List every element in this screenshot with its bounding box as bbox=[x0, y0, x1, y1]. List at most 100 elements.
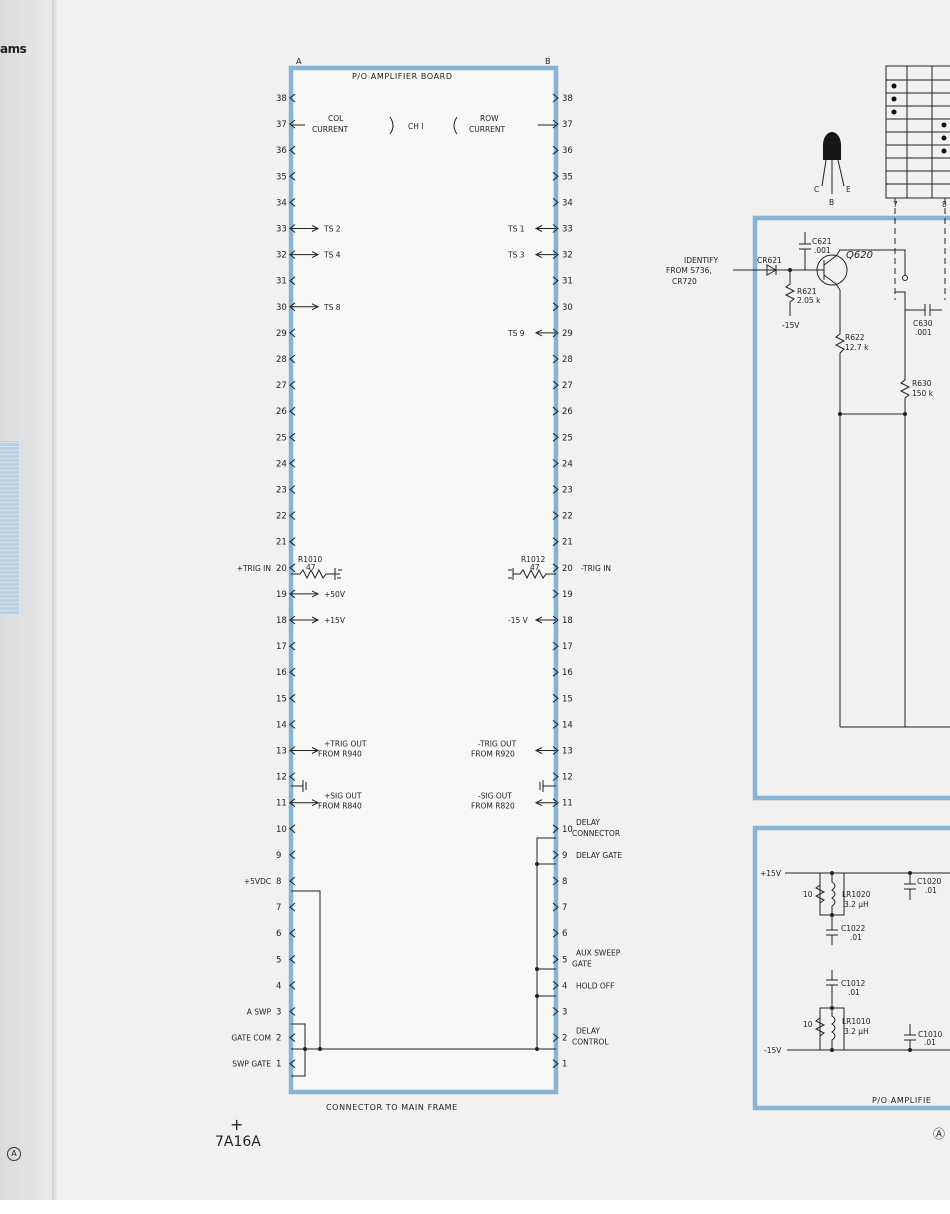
page-fold bbox=[52, 0, 58, 1200]
c1010-value: .01 bbox=[924, 1038, 936, 1047]
outside-right-20: -TRIG IN bbox=[581, 564, 611, 573]
pin-a-5: 5 bbox=[276, 955, 281, 965]
pin-a-chevron-25 bbox=[289, 432, 296, 442]
pin-b-chevron-17 bbox=[552, 641, 559, 651]
pin-a-3: 3 bbox=[276, 1008, 281, 1018]
outside-left-8: +5VDC bbox=[244, 877, 271, 886]
right-signal-arrow-29 bbox=[534, 329, 543, 337]
r1010-name: R1010 bbox=[298, 555, 323, 564]
pin-b-chevron-3 bbox=[552, 1007, 559, 1016]
pin-b-32: 32 bbox=[562, 251, 573, 261]
right-signal-arrow-33 bbox=[534, 225, 543, 232]
left-signal-13: +TRIG OUT bbox=[324, 740, 367, 749]
pin-b-33: 33 bbox=[562, 225, 573, 235]
emitter-wire bbox=[834, 283, 950, 728]
pin-b-18: 18 bbox=[562, 616, 573, 626]
pin-b-15: 15 bbox=[562, 694, 573, 704]
previous-page-title-fragment: ams bbox=[0, 42, 27, 56]
r630-resistor bbox=[895, 291, 911, 414]
revision-seal-left: A bbox=[7, 1147, 21, 1161]
pin-a-11: 11 bbox=[276, 799, 287, 809]
pin-b-20: 20 bbox=[562, 564, 573, 574]
c1020-capacitor bbox=[904, 873, 916, 900]
outside-right-2-2: CONTROL bbox=[572, 1038, 609, 1047]
r1010-ground bbox=[334, 568, 342, 580]
pin-a-chevron-24 bbox=[289, 459, 296, 468]
pin-a-28: 28 bbox=[276, 355, 287, 365]
pin-a-38: 38 bbox=[276, 94, 287, 104]
pin12-left-ground bbox=[291, 780, 307, 792]
r-10-top bbox=[814, 884, 826, 904]
pin-b-chevron-19 bbox=[552, 589, 559, 599]
pin-a-chevron-14 bbox=[289, 720, 296, 729]
pin-a-13: 13 bbox=[276, 747, 287, 757]
pin-a-17: 17 bbox=[276, 642, 287, 652]
outside-right-10: DELAY bbox=[576, 818, 600, 827]
pin-b-9: 9 bbox=[562, 851, 567, 861]
pin-a-chevron-3 bbox=[289, 1007, 296, 1016]
pin-a-chevron-30 bbox=[289, 302, 296, 312]
pin-b-chevron-20 bbox=[552, 563, 559, 573]
right-signal-arrow-32 bbox=[534, 251, 543, 259]
pin-b-7: 7 bbox=[562, 903, 567, 913]
pin-b-36: 36 bbox=[562, 146, 573, 156]
pin-a-31: 31 bbox=[276, 277, 287, 287]
lr1010-value: 3.2 μH bbox=[844, 1027, 869, 1036]
pin-b-14: 14 bbox=[562, 720, 573, 730]
pin-b-chevron-8 bbox=[552, 876, 559, 886]
transistor-pictorial bbox=[821, 132, 845, 194]
right-signal-src-11: FROM R820 bbox=[471, 802, 515, 811]
lr1010-inductor bbox=[831, 1008, 836, 1050]
connector-board-fill bbox=[291, 68, 556, 1092]
connector-title: P/O AMPLIFIER BOARD bbox=[352, 72, 453, 81]
pin-a-33: 33 bbox=[276, 225, 287, 235]
pin-a-chevron-7 bbox=[289, 902, 296, 912]
c1022-name: C1022 bbox=[841, 924, 866, 933]
pin-b-chevron-6 bbox=[552, 928, 559, 938]
revision-seal-right: Ⓐ bbox=[933, 1127, 945, 1141]
pin-b-chevron-29 bbox=[552, 328, 559, 338]
q620-leads bbox=[814, 255, 837, 285]
c621-name: C621 bbox=[812, 237, 832, 246]
lr1020-name: LR1020 bbox=[842, 890, 871, 899]
junction-delay-gate bbox=[535, 862, 539, 866]
left-signal-arrow-11 bbox=[311, 799, 320, 807]
pin-b-chevron-18 bbox=[552, 615, 559, 625]
model-number: 7A16A bbox=[215, 1134, 261, 1150]
pin-a-24: 24 bbox=[276, 459, 287, 469]
pin-b-chevron-11 bbox=[552, 798, 559, 808]
pin-b-chevron-30 bbox=[552, 302, 559, 312]
pin-b-chevron-21 bbox=[552, 537, 559, 547]
c630-capacitor bbox=[905, 304, 942, 316]
pin-a-20: 20 bbox=[276, 564, 287, 574]
c1012-name: C1012 bbox=[841, 979, 866, 988]
r622-name: R622 bbox=[845, 333, 865, 342]
pin-a-chevron-20 bbox=[289, 563, 296, 573]
outside-left-2: GATE COM bbox=[231, 1034, 271, 1043]
right-signal-32: TS 3 bbox=[507, 251, 525, 260]
c1012-value: .01 bbox=[848, 988, 860, 997]
pin-a-36: 36 bbox=[276, 146, 287, 156]
pin-b-chevron-16 bbox=[552, 667, 559, 677]
pin-a-chevron-11 bbox=[289, 798, 296, 808]
pin-b-27: 27 bbox=[562, 381, 573, 391]
pin-a-32: 32 bbox=[276, 251, 287, 261]
pin-a-chevron-27 bbox=[289, 380, 296, 390]
c1022-value: .01 bbox=[850, 933, 862, 942]
outside-right-5: AUX SWEEP bbox=[576, 948, 621, 957]
pin-a-34: 34 bbox=[276, 198, 287, 208]
lr1020-value: 3.2 μH bbox=[844, 900, 869, 909]
r621-resistor bbox=[784, 270, 796, 316]
pin-a-2: 2 bbox=[276, 1034, 281, 1044]
power-filter-board-label: P/O AMPLIFIE bbox=[872, 1096, 932, 1105]
left-signal-32: TS 4 bbox=[323, 251, 341, 260]
side-a-label: A bbox=[296, 57, 302, 66]
pin-b-29: 29 bbox=[562, 329, 573, 339]
identify-label-2: FROM S736, bbox=[666, 266, 712, 275]
pin-a-chevron-2 bbox=[289, 1033, 296, 1042]
left-signal-18: +15V bbox=[324, 616, 346, 625]
c1010-capacitor bbox=[904, 1024, 916, 1050]
